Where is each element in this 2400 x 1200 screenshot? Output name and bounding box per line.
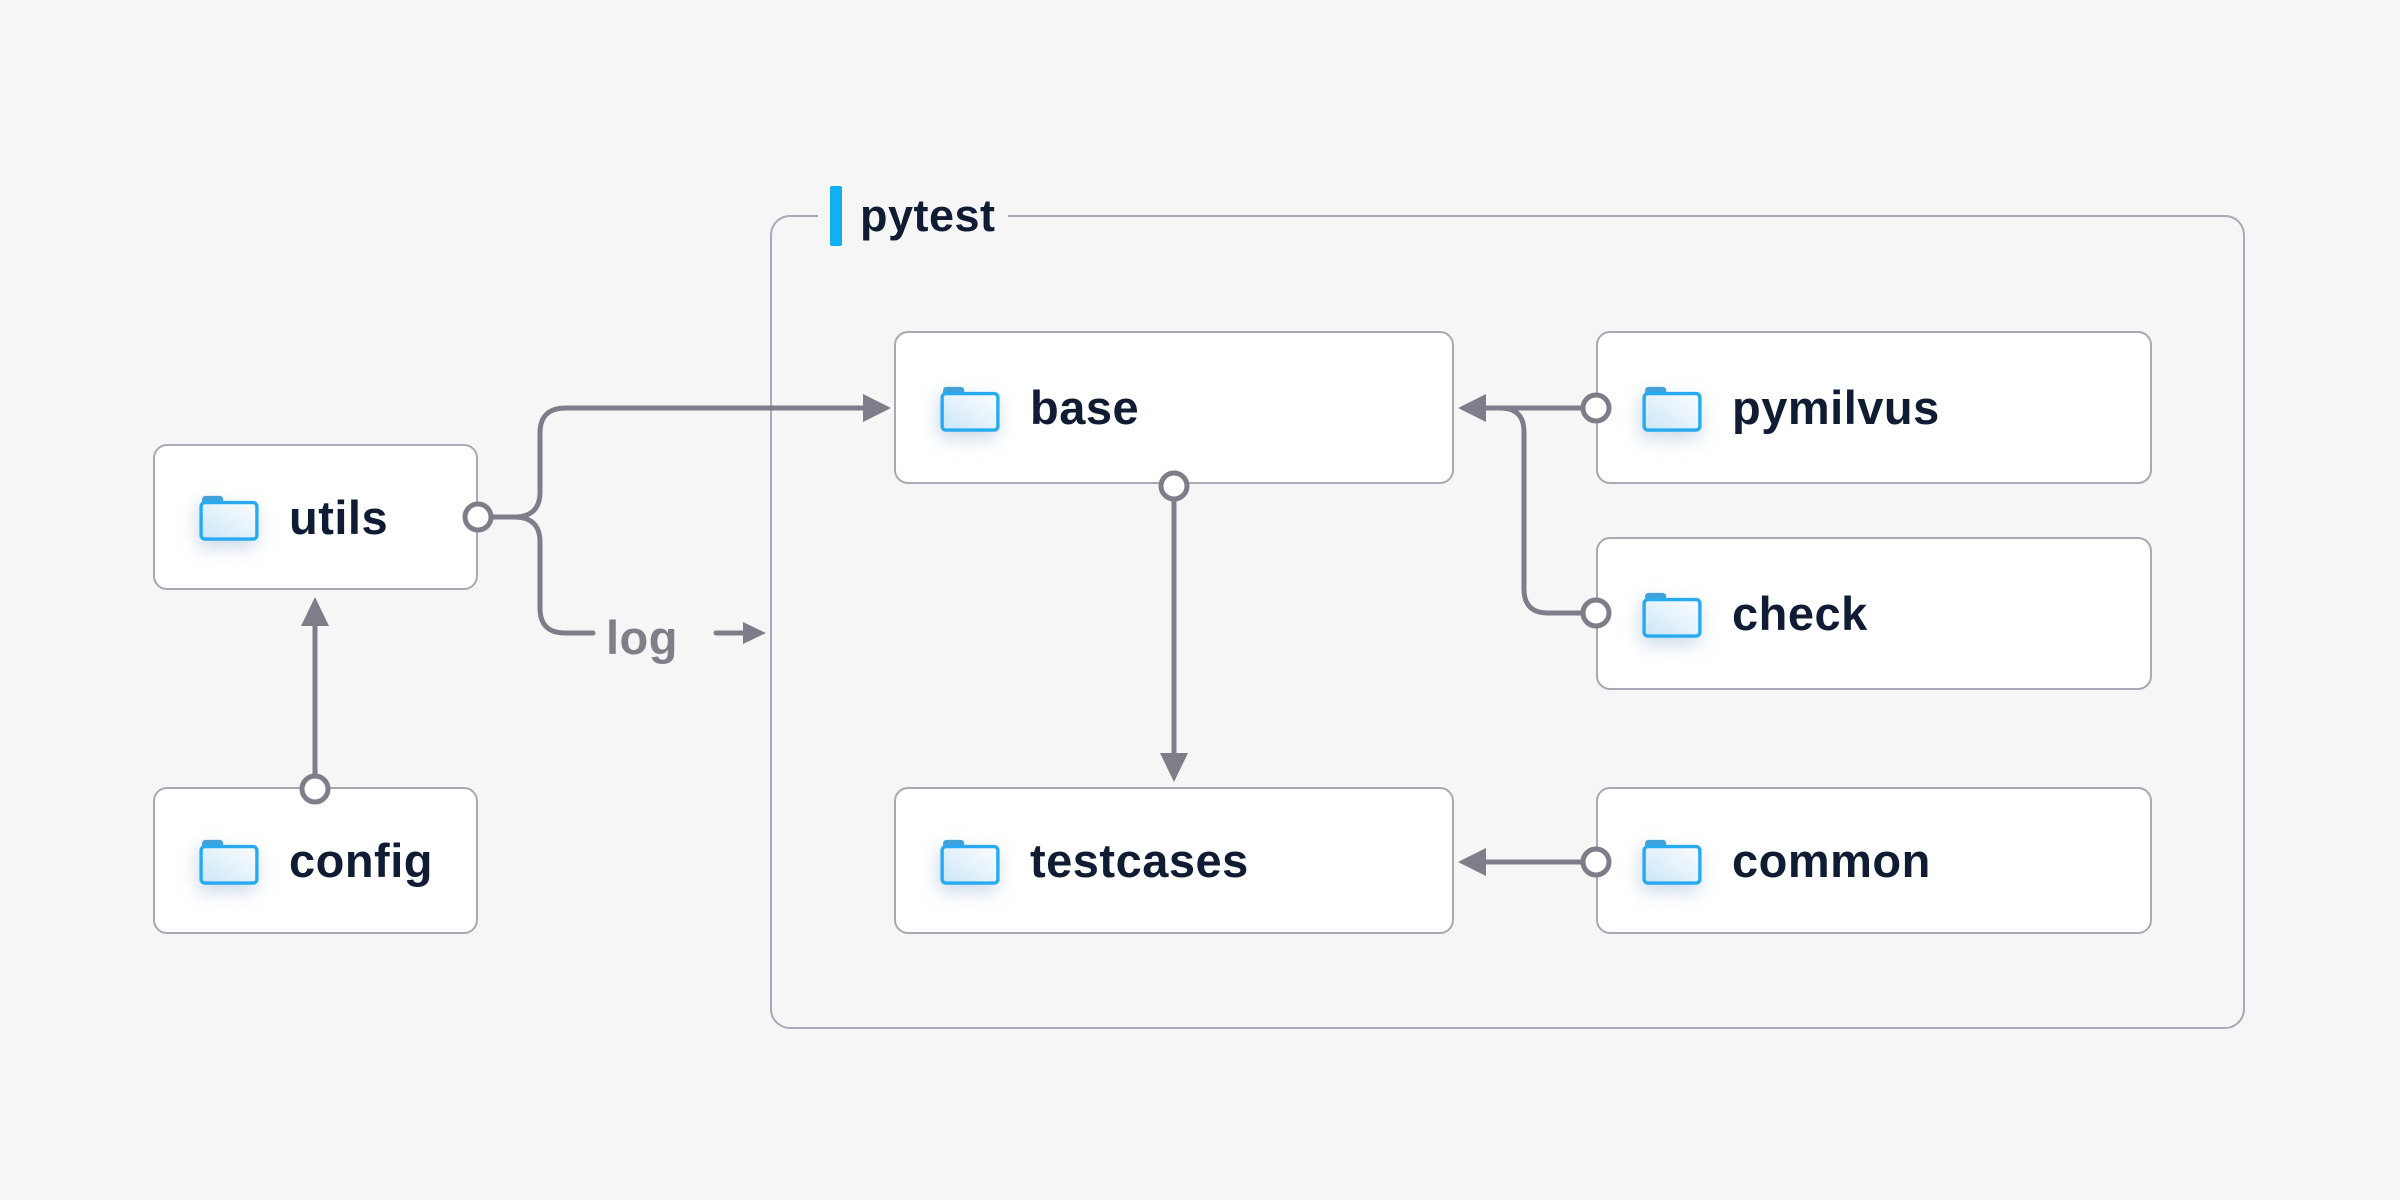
node-common: common [1596, 787, 2152, 934]
node-check: check [1596, 537, 2152, 690]
folder-icon [1642, 592, 1702, 638]
node-config: config [153, 787, 478, 934]
folder-icon [199, 495, 259, 541]
node-base: base [894, 331, 1454, 484]
arrowhead-up-icon [301, 597, 329, 626]
accent-bar-icon [830, 186, 842, 246]
node-label: base [1030, 381, 1140, 434]
folder-icon [199, 839, 259, 885]
folder-icon [1642, 386, 1702, 432]
folder-icon [940, 839, 1000, 885]
node-label: pymilvus [1732, 381, 1940, 434]
edge-config-utils [299, 597, 331, 805]
arrowhead-right-icon [743, 622, 766, 644]
edge-log-arrow [713, 622, 766, 644]
node-testcases: testcases [894, 787, 1454, 934]
node-label: utils [289, 490, 389, 544]
node-label: config [289, 834, 433, 887]
pytest-group-title: pytest [860, 190, 996, 241]
folder-icon [1642, 839, 1702, 885]
pytest-group-label: pytest [818, 184, 1008, 248]
node-label: common [1732, 834, 1931, 887]
node-pymilvus: pymilvus [1596, 331, 2152, 484]
node-label: check [1732, 587, 1868, 640]
node-label: testcases [1030, 834, 1249, 887]
edge-label-log: log [606, 611, 678, 664]
folder-icon [940, 386, 1000, 432]
node-utils: utils [153, 444, 478, 590]
pytest-group-container: pytest [770, 184, 2245, 1029]
